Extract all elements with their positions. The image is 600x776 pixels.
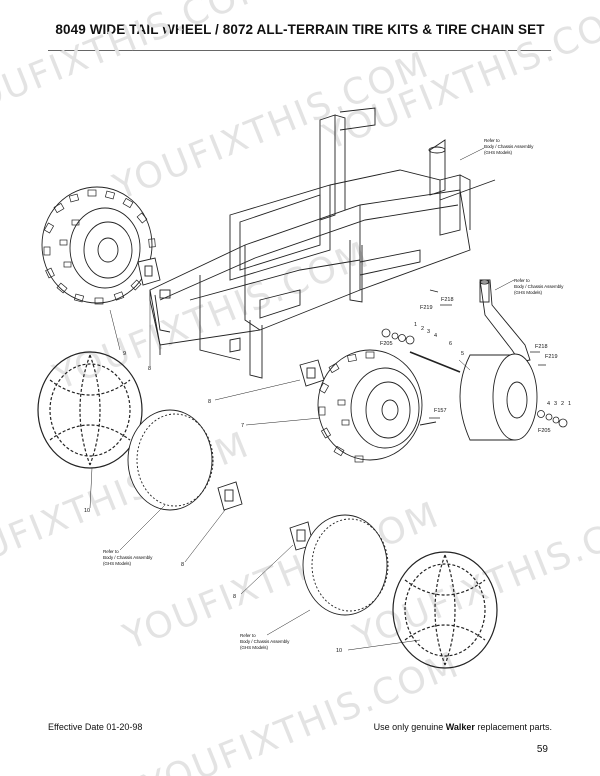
- callout-4: 4: [434, 333, 437, 339]
- callout-1: 1: [568, 401, 571, 407]
- watermark-text: YOUFIXTHIS.COM: [0, 0, 275, 129]
- callout-labels: F218 F219 F218 F219 F205 F205 F157 1 2 3…: [84, 297, 571, 654]
- ref-line: Refer to: [514, 278, 530, 283]
- callout-10: 10: [336, 648, 342, 654]
- tire-chain-right: [392, 551, 498, 669]
- callout-3: 3: [554, 401, 557, 407]
- callout-8: 8: [181, 562, 184, 568]
- callout-3: 3: [427, 329, 430, 335]
- chassis-frame: [149, 107, 496, 379]
- footer-notice: Use only genuine Walker replacement part…: [374, 722, 552, 732]
- callout-9: 9: [123, 351, 126, 357]
- effective-date: Effective Date 01-20-98: [48, 722, 143, 732]
- reference-note: Refer to Body / Chassis Assembly (GHS Mo…: [240, 633, 290, 650]
- callout-f157: F157: [434, 408, 447, 414]
- tire-chain-left: [37, 351, 143, 469]
- reference-note: Refer to Body / Chassis Assembly (GHS Mo…: [484, 138, 534, 155]
- wide-tail-wheel: [409, 279, 538, 441]
- reference-note: Refer to Body / Chassis Assembly (GHS Mo…: [103, 549, 153, 566]
- tire-left: [41, 186, 156, 305]
- callout-f205: F205: [538, 428, 551, 434]
- reference-note: Refer to Body / Chassis Assembly (GHS Mo…: [514, 278, 564, 295]
- ref-line: Refer to: [484, 138, 500, 143]
- callout-f218: F218: [441, 297, 454, 303]
- callout-f205: F205: [380, 341, 393, 347]
- spacer-plates: [137, 257, 325, 551]
- callout-5: 5: [461, 351, 464, 357]
- callout-8: 8: [148, 366, 151, 372]
- callout-10: 10: [84, 508, 90, 514]
- watermark-text: YOUFIXTHIS.COM: [137, 644, 465, 776]
- ref-line: (GHS Models): [103, 561, 131, 566]
- title-divider: [48, 50, 551, 51]
- ref-line: Body / Chassis Assembly: [240, 639, 290, 644]
- hardware-parts: [381, 289, 568, 428]
- page-title: 8049 WIDE TAIL WHEEL / 8072 ALL-TERRAIN …: [55, 22, 545, 37]
- callout-2: 2: [421, 326, 424, 332]
- callout-2: 2: [561, 401, 564, 407]
- callout-8: 8: [208, 399, 211, 405]
- brand-name: Walker: [445, 722, 475, 732]
- callout-7: 7: [241, 423, 244, 429]
- callout-4: 4: [547, 401, 550, 407]
- plain-tires: [127, 409, 389, 616]
- callout-1: 1: [414, 322, 417, 328]
- callout-f219: F219: [420, 305, 433, 311]
- callout-6: 6: [449, 341, 452, 347]
- ref-line: Body / Chassis Assembly: [103, 555, 153, 560]
- callout-8: 8: [233, 594, 236, 600]
- leader-lines: [89, 147, 515, 651]
- notice-prefix: Use only genuine: [373, 722, 444, 732]
- ref-line: Body / Chassis Assembly: [484, 144, 534, 149]
- ref-line: (GHS Models): [484, 150, 512, 155]
- ref-line: Body / Chassis Assembly: [514, 284, 564, 289]
- ref-line: (GHS Models): [514, 290, 542, 295]
- page-number: 59: [536, 744, 548, 755]
- callout-f219: F219: [545, 354, 558, 360]
- ref-line: Refer to: [103, 549, 119, 554]
- notice-suffix: replacement parts.: [477, 722, 552, 732]
- ref-line: Refer to: [240, 633, 256, 638]
- callout-f218: F218: [535, 344, 548, 350]
- tire-center: [317, 349, 437, 463]
- ref-line: (GHS Models): [240, 645, 268, 650]
